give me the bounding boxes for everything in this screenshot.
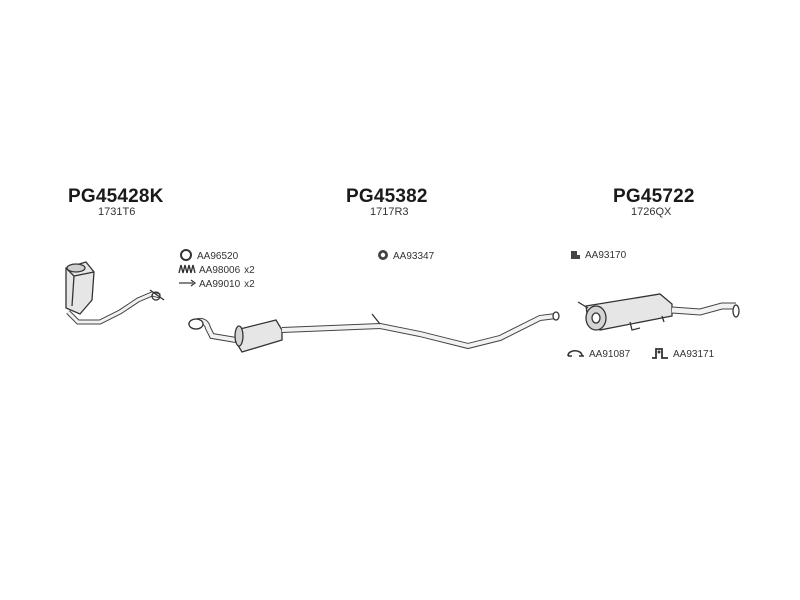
group-3-ref: 1726QX [631, 206, 672, 218]
group-1-code: PG45428K [68, 186, 164, 207]
middle-silencer-pipe-drawing [187, 311, 560, 353]
clamp-icon [566, 347, 586, 362]
accessory-code: AA91087 [589, 349, 631, 360]
accessory-aa96520[interactable]: AA96520 [178, 248, 238, 265]
accessory-code: AA93170 [585, 250, 627, 261]
ring-gasket-icon [178, 248, 194, 265]
group-3-code: PG45722 [613, 186, 695, 207]
mounting-bracket-icon [650, 346, 670, 363]
accessory-code: AA93347 [393, 251, 435, 262]
group-2-code: PG45382 [346, 186, 428, 207]
accessory-code: AA96520 [197, 251, 239, 262]
accessory-qty: x2 [244, 279, 255, 290]
accessory-code: AA99010 [199, 279, 241, 290]
catalytic-converter-drawing [65, 261, 165, 325]
rubber-mount-icon [376, 248, 390, 265]
bolt-icon [178, 278, 196, 291]
spring-icon [178, 263, 196, 278]
group-2-ref: 1717R3 [370, 206, 409, 218]
accessory-code: AA98006 [199, 265, 241, 276]
hanger-bracket-icon [568, 247, 582, 264]
accessory-aa93171[interactable]: AA93171 [650, 346, 714, 363]
accessory-aa93170[interactable]: AA93170 [568, 247, 626, 264]
rear-silencer-drawing [577, 293, 740, 331]
accessory-aa91087[interactable]: AA91087 [566, 347, 630, 362]
accessory-aa93347[interactable]: AA93347 [376, 248, 434, 265]
accessory-aa98006[interactable]: AA98006 x2 [178, 263, 255, 278]
accessory-aa99010[interactable]: AA99010 x2 [178, 278, 255, 291]
group-1-ref: 1731T6 [98, 206, 136, 218]
accessory-code: AA93171 [673, 349, 715, 360]
accessory-qty: x2 [244, 265, 255, 276]
